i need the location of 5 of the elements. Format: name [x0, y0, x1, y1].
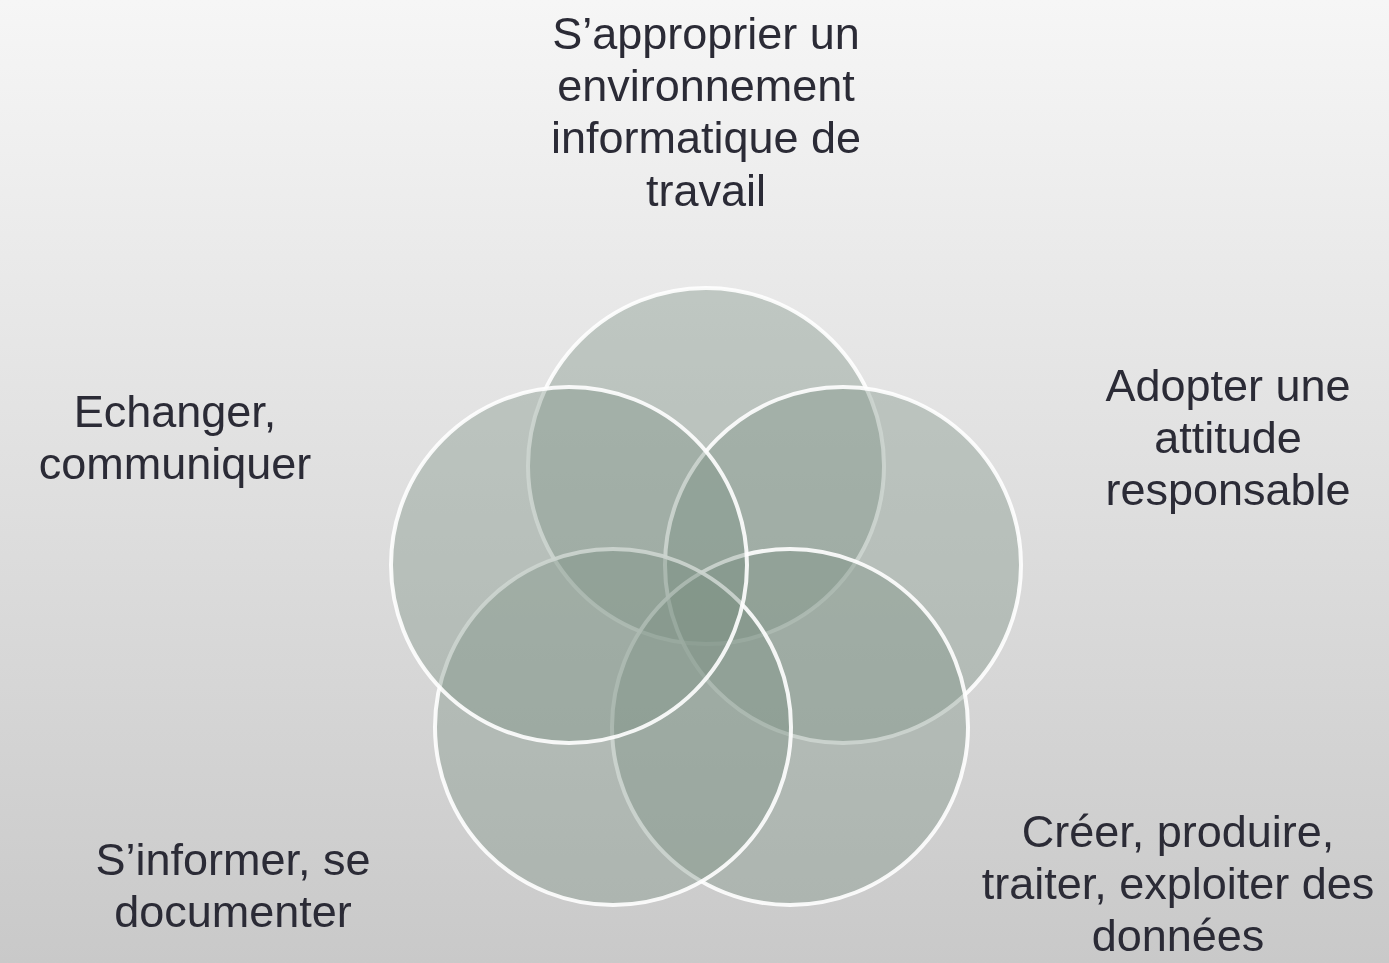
circle-label: Créer, produire, traiter, exploiter des données: [980, 806, 1376, 963]
circle-label: Adopter une attitude responsable: [1104, 360, 1352, 517]
circle-label: Echanger, communiquer: [37, 386, 313, 491]
circle-label: S’informer, se documenter: [94, 834, 372, 939]
circle-label: S’approprier un environnement informatique de travail: [549, 8, 863, 217]
